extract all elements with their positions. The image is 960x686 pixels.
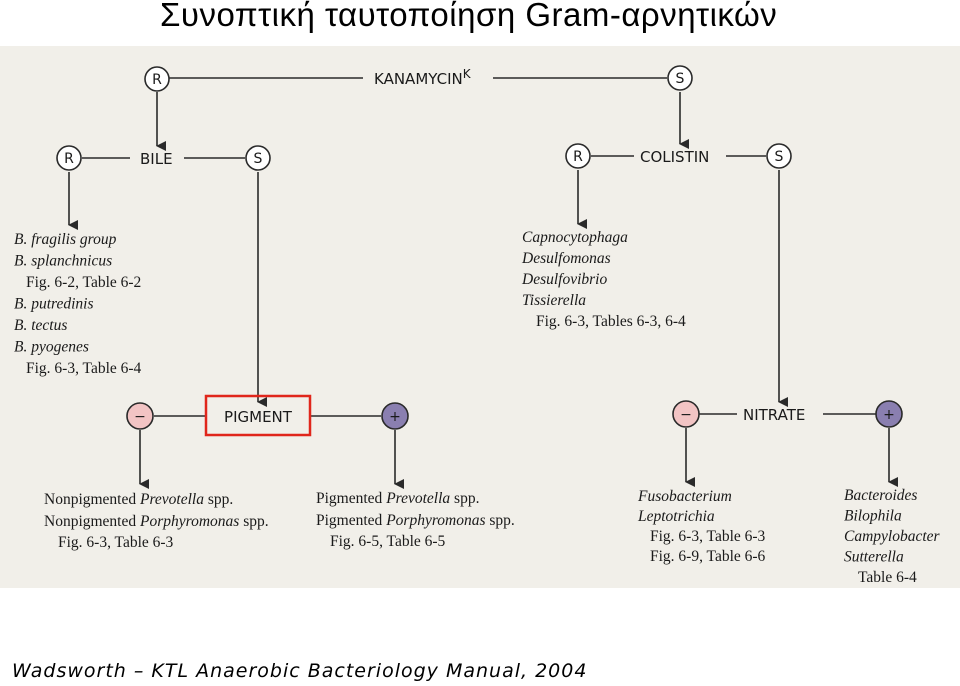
nitrate-negative-item: Fusobacterium [637,488,732,505]
citation: Wadsworth – KTL Anaerobic Bacteriology M… [12,660,588,682]
svg-text:+: + [389,409,401,425]
node-bile-s: S [245,145,271,171]
pigment-positive-ref: Fig. 6-5, Table 6-5 [330,533,446,550]
svg-text:−: − [134,409,146,425]
pigment-highlight-box [204,394,312,437]
bile-resistant-item: Fig. 6-2, Table 6-2 [26,274,141,291]
colistin-resistant-item: Desulfovibrio [521,271,607,288]
test-colistin: COLISTIN [640,148,709,166]
connectors [68,77,898,489]
bile-resistant-item: B. fragilis group [14,231,117,248]
bile-resistant-item: B. pyogenes [14,339,89,356]
node-kanamycin-r: R [144,66,170,92]
nitrate-positive-item: Campylobacter [844,528,941,545]
test-bile: BILE [140,150,173,168]
svg-text:S: S [775,149,784,165]
node-pigment-positive: + [381,402,409,430]
diagram-panel [0,46,960,588]
nitrate-negative-item: Leptotrichia [637,508,715,525]
nitrate-negative-item: Fig. 6-9, Table 6-6 [650,548,766,565]
colistin-resistant-item: Desulfomonas [521,250,611,267]
bile-resistant-item: Fig. 6-3, Table 6-4 [26,360,142,377]
pigment-negative-ref: Fig. 6-3, Table 6-3 [58,534,174,551]
nitrate-positive-item: Table 6-4 [858,569,917,586]
nitrate-negative-item: Fig. 6-3, Table 6-3 [650,528,766,545]
svg-text:R: R [152,72,162,88]
page-title: Συνοπτική ταυτοποίηση Gram-αρνητικών [160,0,778,33]
bile-resistant-item: B. putredinis [14,296,94,313]
pigment-negative-line-1: Nonpigmented Prevotella spp. [44,491,233,508]
test-nitrate: NITRATE [743,406,805,424]
test-pigment: PIGMENT [224,408,293,426]
nitrate-positive-item: Bilophila [844,508,902,525]
node-colistin-s: S [766,143,792,169]
pigment-positive-line-1: Pigmented Prevotella spp. [316,490,479,507]
node-kanamycin-s: S [667,65,693,91]
svg-text:S: S [676,71,685,87]
node-colistin-r: R [565,143,591,169]
group-nitrate-positive: BacteroidesBilophilaCampylobacterSuttere… [844,487,941,586]
group-colistin-resistant: CapnocytophagaDesulfomonasDesulfovibrioT… [521,229,686,330]
svg-text:R: R [64,151,74,167]
node-pigment-negative: − [126,402,154,430]
bile-resistant-item: B. splanchnicus [14,253,112,270]
bile-resistant-item: B. tectus [14,317,67,334]
node-nitrate-positive: + [875,400,903,428]
group-pigment-negative: Nonpigmented Prevotella spp. Nonpigmente… [44,491,269,551]
pigment-positive-line-2: Pigmented Porphyromonas spp. [316,512,515,529]
node-bile-r: R [56,145,82,171]
nitrate-positive-item: Bacteroides [844,487,917,504]
node-nitrate-negative: − [672,400,700,428]
svg-text:+: + [883,407,895,423]
colistin-resistant-item: Tissierella [522,292,586,309]
group-pigment-positive: Pigmented Prevotella spp. Pigmented Porp… [316,490,515,550]
svg-text:R: R [573,149,583,165]
pigment-negative-line-2: Nonpigmented Porphyromonas spp. [44,513,269,530]
svg-text:−: − [680,407,692,423]
colistin-resistant-item: Capnocytophaga [522,229,628,246]
nitrate-positive-item: Sutterella [844,549,904,566]
test-kanamycin: KANAMYCINK [374,67,472,88]
colistin-resistant-item: Fig. 6-3, Tables 6-3, 6-4 [536,313,686,330]
svg-text:S: S [254,151,263,167]
